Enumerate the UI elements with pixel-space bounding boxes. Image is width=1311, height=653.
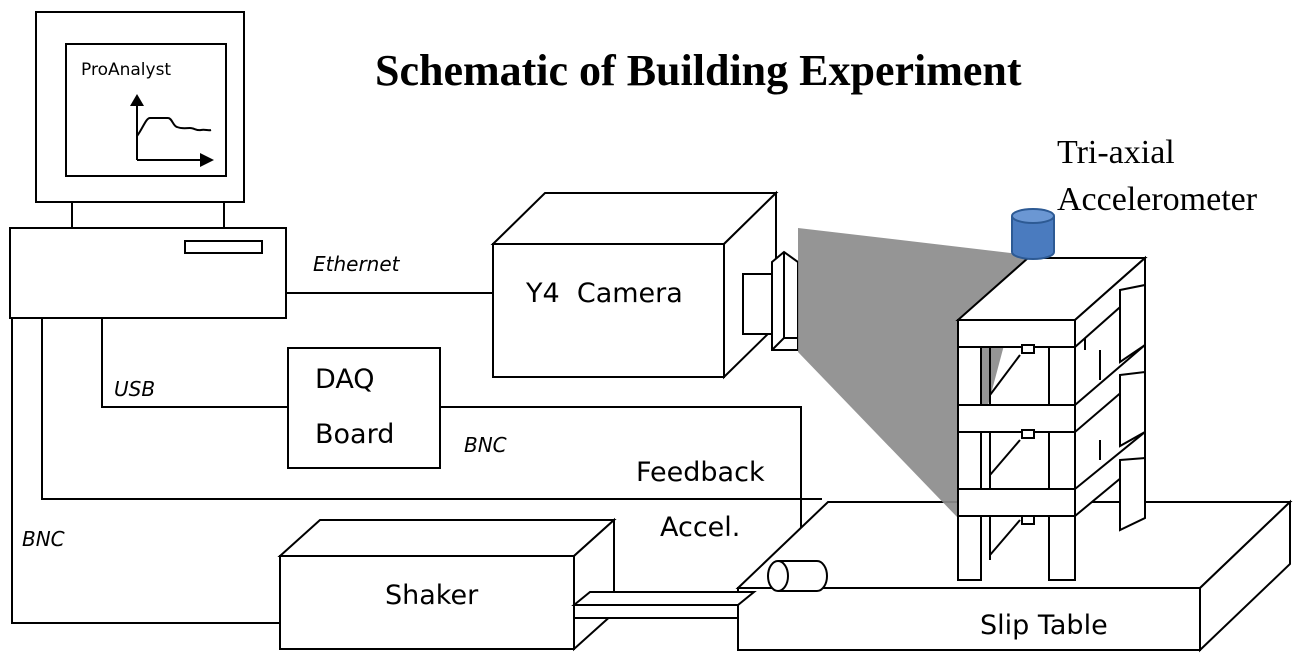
bnc-left-label: BNC bbox=[22, 527, 65, 551]
graph-icon bbox=[130, 94, 214, 167]
accelerometer-label-line2: Accelerometer bbox=[1057, 181, 1258, 218]
feedback-cable bbox=[41, 318, 822, 500]
diagram-title: Schematic of Building Experiment bbox=[375, 46, 1022, 95]
bnc-shaker-cable bbox=[11, 318, 280, 624]
usb-label: USB bbox=[114, 377, 155, 401]
building-model bbox=[955, 255, 1148, 581]
bnc-daq-label: BNC bbox=[464, 433, 507, 457]
shaker: Shaker bbox=[277, 517, 617, 652]
monitor-screen bbox=[65, 43, 227, 177]
proanalyst-label: ProAnalyst bbox=[81, 60, 171, 80]
camera-field-of-view bbox=[798, 228, 1028, 518]
usb-cable bbox=[101, 318, 288, 408]
camera-label: Y4 Camera bbox=[525, 278, 683, 309]
y4-camera: Y4 Camera bbox=[490, 190, 799, 380]
shaker-rod bbox=[571, 591, 757, 619]
bnc-daq-cable bbox=[440, 406, 802, 561]
computer: ProAnalyst bbox=[9, 11, 287, 319]
accel-label: Accel. bbox=[660, 512, 740, 543]
cables bbox=[11, 292, 822, 624]
slip-table-label: Slip Table bbox=[980, 610, 1108, 641]
shaker-label: Shaker bbox=[385, 580, 479, 611]
slip-table: Slip Table bbox=[735, 499, 1293, 653]
ethernet-label: Ethernet bbox=[313, 252, 401, 276]
tri-axial-accelerometer bbox=[1011, 208, 1055, 260]
feedback-label: Feedback bbox=[636, 457, 765, 488]
disk-drive-slot bbox=[184, 240, 263, 254]
accelerometer-label-line1: Tri-axial bbox=[1057, 134, 1175, 171]
daq-label-line2: Board bbox=[315, 419, 394, 450]
feedback-accelerometer bbox=[767, 560, 828, 592]
daq-label-line1: DAQ bbox=[315, 364, 375, 395]
daq-board: DAQ Board bbox=[287, 347, 441, 469]
